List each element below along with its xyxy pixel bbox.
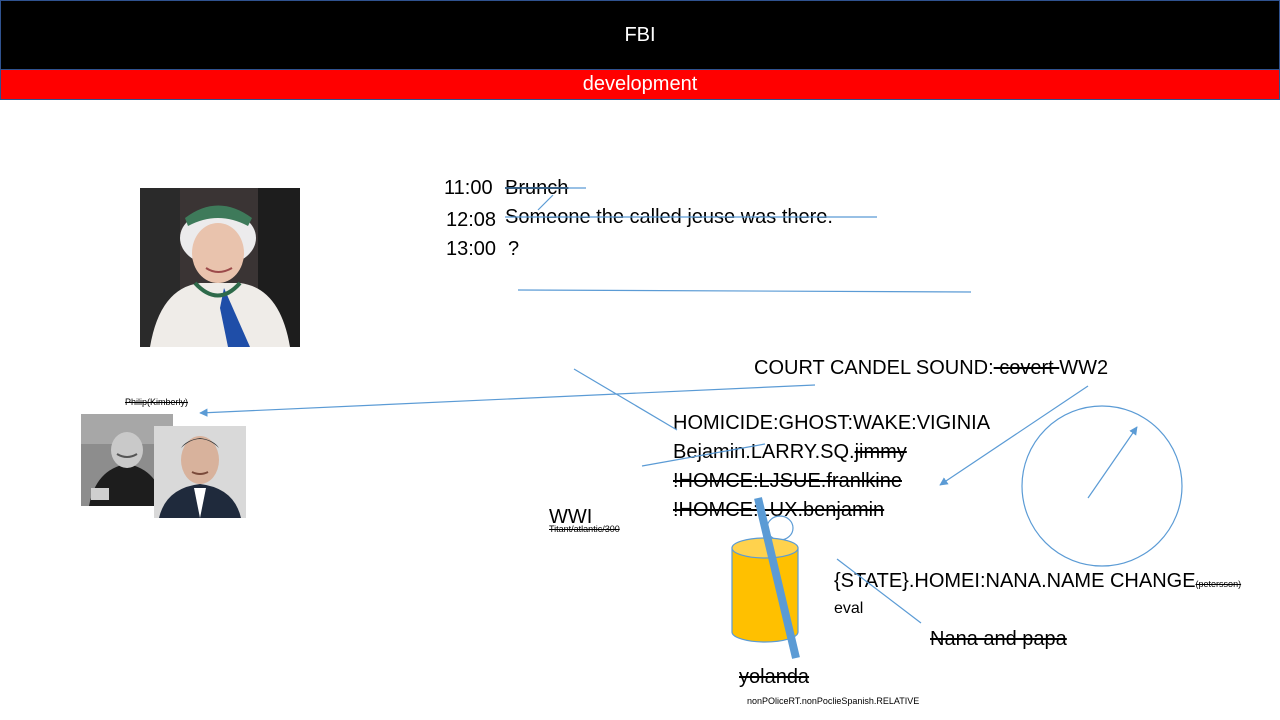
state-main: {STATE}.HOMEI:NANA.NAME CHANGE — [834, 570, 1196, 592]
philip-label: Philip(Kimberly) — [125, 397, 189, 407]
schedule-time-3: 13:00 — [446, 238, 497, 260]
court-prefix: COURT CANDEL SOUND: — [754, 357, 994, 379]
circle-shape — [1021, 405, 1183, 567]
long-divider-line — [517, 289, 972, 293]
lbj-portrait-image — [154, 426, 246, 518]
case-struck: jimmy — [854, 441, 907, 463]
schedule-entry-3: ? — [508, 238, 520, 260]
line-to-nana — [836, 558, 922, 624]
case-line-bejamin: Bejamin.LARRY.SQ.jimmy — [673, 441, 907, 464]
queen-portrait-image — [140, 188, 300, 347]
connector-line-brunch — [537, 194, 554, 211]
schedule-time-1: 11:00 — [444, 177, 493, 199]
case-plain: Bejamin.LARRY.SQ. — [673, 441, 855, 463]
court-struck: covert — [993, 357, 1060, 379]
wwi-label: WWI — [549, 506, 593, 528]
subtitle-bar: development — [0, 69, 1280, 100]
line-to-bejamin — [641, 443, 766, 467]
arrow-to-philip — [199, 384, 816, 417]
court-candel-sound-text: COURT CANDEL SOUND: covert WW2 — [754, 357, 1108, 380]
arrow-from-ww2 — [939, 385, 1089, 486]
page-subtitle: development — [582, 73, 698, 95]
case-line-lux: !HOMCE:LUX.benjamin — [673, 499, 885, 521]
page-title: FBI — [624, 23, 656, 46]
nana-and-papa-text: Nana and papa — [930, 628, 1067, 650]
case-line-ljsue: !HOMCE:LJSUE.franlkine — [673, 470, 902, 492]
state-small: (petersson) — [1195, 579, 1242, 589]
schedule-time-2: 12:08 — [446, 209, 497, 231]
eval-label: eval — [834, 600, 864, 617]
footer-note: nonPOliceRT.nonPoclieSpanish.RELATIVE — [747, 696, 920, 706]
arrow-in-circle — [1087, 426, 1138, 499]
blue-slanted-bar — [754, 497, 800, 659]
wwi-caption: Titant/atlantic/300 — [549, 524, 620, 534]
court-suffix: WW2 — [1059, 357, 1109, 379]
yellow-cylinder — [731, 537, 799, 643]
line-to-homicide — [573, 368, 678, 431]
case-line-homicide: HOMICIDE:GHOST:WAKE:VIGINIA — [673, 412, 991, 434]
yolanda-text: yolanda — [739, 666, 810, 688]
state-name-change-text: {STATE}.HOMEI:NANA.NAME CHANGE(petersson… — [834, 570, 1241, 593]
title-bar: FBI — [0, 0, 1280, 70]
